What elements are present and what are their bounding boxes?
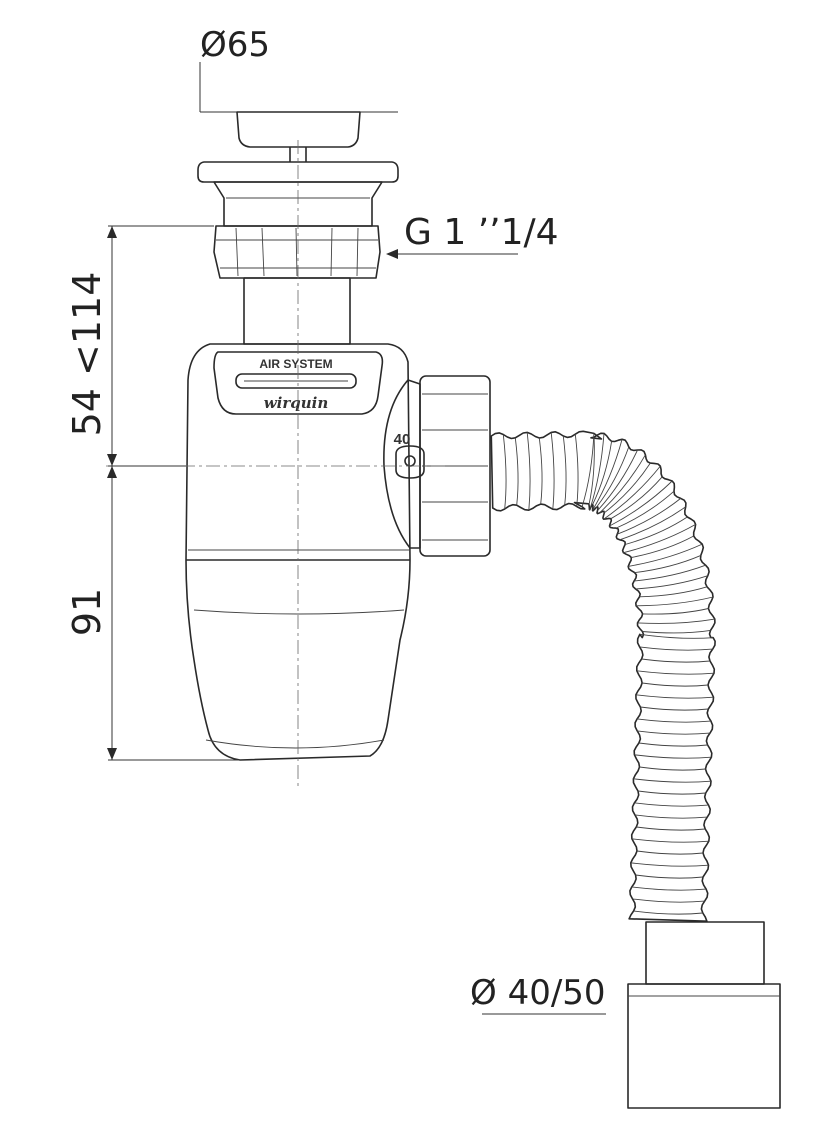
- lower-height-label: 91: [65, 588, 109, 636]
- hose-rib: [639, 766, 706, 771]
- hose-rib: [623, 524, 696, 554]
- outlet-size-label: 40: [394, 431, 411, 448]
- hose-rib: [633, 778, 712, 783]
- hose-rib: [634, 814, 708, 819]
- hose-rib: [637, 718, 711, 723]
- hose-rib: [637, 730, 711, 735]
- hose-rib: [562, 435, 567, 506]
- hose-rib: [610, 476, 663, 520]
- hose-rib: [574, 434, 579, 507]
- hose-rib: [628, 543, 703, 567]
- top-diameter-dimension: Ø65: [199, 25, 398, 113]
- hose-rib: [636, 850, 704, 855]
- hose-rib: [592, 439, 623, 511]
- hose-rib: [630, 862, 709, 867]
- hose-rib: [631, 886, 707, 891]
- upper-height-label: 54 <114: [65, 272, 109, 437]
- centre-lines: [106, 140, 446, 790]
- tailpiece-tube: [243, 277, 351, 345]
- hose-rib: [619, 506, 686, 541]
- hose-rib: [635, 874, 704, 879]
- flexible-hose: [490, 430, 716, 922]
- hose-rib: [550, 432, 555, 510]
- hose-rib: [588, 437, 595, 505]
- hose-rib: [636, 596, 714, 607]
- side-outlet-nut: 40: [383, 375, 491, 557]
- hose-rib: [592, 441, 613, 505]
- hose-rib: [641, 658, 711, 663]
- hose-rib: [624, 516, 688, 545]
- hose-rib: [634, 554, 701, 574]
- hose-rib: [637, 790, 706, 795]
- height-dimensions: 54 <114 91: [65, 225, 240, 761]
- air-system-label: AIR SYSTEM: [259, 357, 332, 371]
- hose-rib: [632, 898, 705, 903]
- hose-rib: [633, 910, 703, 915]
- hose-rib: [502, 434, 507, 510]
- hose-rib: [526, 432, 531, 511]
- hose-rib: [603, 465, 661, 520]
- hose-rib: [639, 586, 708, 598]
- hose-rib: [642, 682, 709, 687]
- hose-rib: [609, 480, 673, 527]
- threaded-nut: G 1 ’’1/4: [213, 212, 559, 279]
- brand-label: wirquin: [264, 394, 329, 412]
- hose-rib: [589, 433, 605, 510]
- hose-rib: [538, 437, 543, 505]
- top-diameter-label: Ø65: [200, 25, 270, 65]
- hose-rib: [637, 618, 715, 624]
- hose-rib: [597, 449, 638, 511]
- hose-rib: [636, 826, 706, 831]
- hose-rib: [635, 575, 708, 590]
- hose-rib: [604, 462, 651, 514]
- hose-rib: [635, 694, 714, 699]
- hose-rib: [615, 490, 675, 529]
- hose-rib: [639, 646, 713, 651]
- hose-rib: [639, 633, 714, 639]
- hose-rib: [640, 706, 709, 711]
- hose-rib: [617, 498, 681, 535]
- hose-rib: [595, 446, 630, 508]
- hose-rib: [631, 838, 709, 843]
- hose-rib: [634, 802, 709, 807]
- hose-rib: [581, 433, 595, 507]
- thread-size-label: G 1 ’’1/4: [404, 212, 559, 253]
- bottle-trap-body: AIR SYSTEM wirquin: [185, 343, 411, 761]
- outlet-diameter-label: Ø 40/50: [470, 973, 606, 1013]
- hose-rib: [634, 754, 712, 759]
- outlet-sleeve: Ø 40/50: [470, 921, 781, 1109]
- hose-rib: [638, 742, 708, 747]
- hose-rib: [599, 454, 646, 514]
- hose-rib: [642, 629, 711, 634]
- hose-rib: [634, 564, 706, 582]
- hose-rib: [514, 437, 519, 506]
- hose-rib: [642, 608, 709, 615]
- hose-rib: [631, 535, 694, 558]
- hose-rib: [636, 670, 715, 675]
